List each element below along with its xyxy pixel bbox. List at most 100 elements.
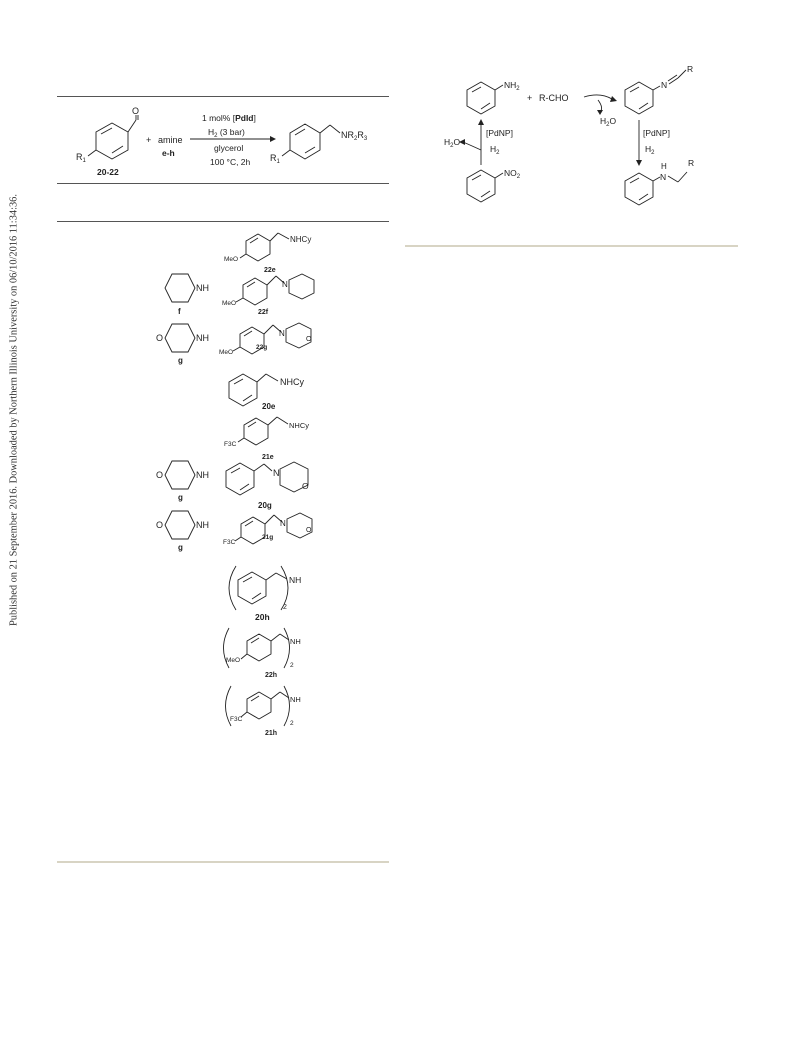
amine-h: H bbox=[661, 162, 667, 171]
svg-text:22f: 22f bbox=[258, 309, 269, 316]
condition-catalyst: 1 mol% [PdId] bbox=[202, 113, 256, 123]
product-column: NHCy MeO 22e N MeO 22f N O MeO 2 bbox=[219, 232, 315, 737]
svg-text:N: N bbox=[280, 519, 286, 528]
svg-text:N: N bbox=[273, 468, 280, 478]
plus-sign: + bbox=[146, 135, 151, 145]
product-21g: N O F3C 21g bbox=[223, 512, 313, 546]
amine-label: amine bbox=[158, 135, 183, 145]
svg-text:g: g bbox=[178, 356, 183, 365]
amine-n: N bbox=[660, 172, 666, 182]
product-21e: NHCy F3C 21e bbox=[224, 416, 309, 461]
svg-text:20h: 20h bbox=[255, 612, 270, 622]
svg-text:g: g bbox=[178, 543, 183, 552]
svg-text:NHCy: NHCy bbox=[289, 421, 309, 430]
svg-text:MeO: MeO bbox=[226, 657, 240, 664]
condensation-arrow bbox=[583, 94, 613, 100]
table-top-rule bbox=[57, 96, 389, 97]
r1-label: R1 bbox=[76, 152, 87, 164]
svg-text:20g: 20g bbox=[258, 501, 272, 510]
svg-text:NH: NH bbox=[290, 695, 301, 704]
svg-text:20e: 20e bbox=[262, 402, 276, 411]
imine-structure: N R bbox=[624, 64, 693, 115]
table-bottom-rule bbox=[57, 861, 389, 863]
mech-plus: + bbox=[527, 93, 532, 103]
aniline-structure: NH2 bbox=[466, 80, 520, 115]
amine-morpholine-3: NH O g bbox=[156, 510, 209, 552]
svg-text:F3C: F3C bbox=[223, 539, 236, 546]
svg-text:O: O bbox=[156, 470, 163, 480]
substrate-code: 20-22 bbox=[97, 167, 119, 177]
amine-code: e-h bbox=[162, 148, 175, 158]
mechanism-scheme: NH2 + R-CHO H2O N R H2O [PdNP] H2 bbox=[444, 64, 694, 206]
product-20e: NHCy 20e bbox=[228, 373, 304, 411]
amine-piperidine: NH f bbox=[164, 273, 209, 316]
svg-text:21g: 21g bbox=[262, 534, 273, 541]
figure-bottom-rule bbox=[405, 245, 738, 247]
svg-text:2: 2 bbox=[290, 720, 294, 727]
product-22e: NHCy MeO 22e bbox=[224, 232, 311, 274]
benzaldehyde-structure: O R1 20-22 bbox=[76, 106, 139, 177]
svg-text:MeO: MeO bbox=[219, 349, 233, 356]
h2-label-2: H2 bbox=[645, 144, 655, 156]
amine-column: NH f NH O g NH O g NH O g bbox=[156, 273, 209, 552]
svg-text:g: g bbox=[178, 493, 183, 502]
svg-text:O: O bbox=[306, 336, 312, 343]
secondary-amine-structure: H N R bbox=[624, 158, 694, 206]
svg-text:22e: 22e bbox=[264, 267, 276, 274]
no2-label: NO2 bbox=[504, 168, 521, 180]
svg-text:O: O bbox=[156, 333, 163, 343]
aldehyde-label: R-CHO bbox=[539, 93, 569, 103]
product-20g: N O 20g bbox=[225, 461, 309, 510]
catalyst-label-2: [PdNP] bbox=[643, 128, 670, 138]
product-21h: NH F3C 2 21h bbox=[225, 685, 301, 737]
svg-text:MeO: MeO bbox=[222, 300, 236, 307]
svg-text:22h: 22h bbox=[265, 672, 277, 679]
svg-text:f: f bbox=[178, 307, 181, 316]
nitrobenzene-structure: NO2 bbox=[466, 168, 521, 203]
condition-pressure: H2 (3 bar) bbox=[208, 127, 245, 139]
amine-r: R bbox=[688, 158, 694, 168]
carbonyl-oxygen: O bbox=[132, 106, 139, 116]
svg-text:O: O bbox=[302, 481, 309, 491]
product-22g: N O MeO 22g bbox=[219, 322, 312, 356]
svg-text:F3C: F3C bbox=[224, 441, 237, 448]
svg-text:21e: 21e bbox=[262, 454, 274, 461]
svg-text:NH: NH bbox=[289, 575, 301, 585]
svg-text:NH: NH bbox=[196, 520, 209, 530]
svg-text:N: N bbox=[279, 329, 285, 338]
svg-text:O: O bbox=[306, 527, 312, 534]
svg-text:NHCy: NHCy bbox=[280, 377, 304, 387]
svg-text:2: 2 bbox=[290, 662, 294, 669]
h2-label-1: H2 bbox=[490, 144, 500, 156]
svg-text:21h: 21h bbox=[265, 730, 277, 737]
svg-text:22g: 22g bbox=[256, 344, 267, 351]
product-r1: R1 bbox=[270, 153, 281, 165]
imine-nitrogen: N bbox=[661, 80, 667, 90]
nh2-label: NH2 bbox=[504, 80, 520, 92]
svg-text:NH: NH bbox=[196, 470, 209, 480]
water-byproduct-1: H2O bbox=[600, 116, 616, 128]
svg-text:F3C: F3C bbox=[230, 716, 243, 723]
water-byproduct-2: H2O bbox=[444, 137, 460, 149]
product-structure: NR2R3 R1 bbox=[270, 123, 368, 165]
table-header-rule bbox=[57, 183, 389, 184]
svg-text:NH: NH bbox=[196, 283, 209, 293]
amine-morpholine-2: NH O g bbox=[156, 460, 209, 502]
product-22h: NH MeO 2 22h bbox=[223, 627, 301, 679]
catalyst-label-1: [PdNP] bbox=[486, 128, 513, 138]
product-nr2r3: NR2R3 bbox=[341, 130, 368, 142]
svg-text:2: 2 bbox=[283, 604, 287, 611]
condition-solvent: glycerol bbox=[214, 143, 243, 153]
svg-text:NH: NH bbox=[196, 333, 209, 343]
svg-text:O: O bbox=[156, 520, 163, 530]
svg-text:MeO: MeO bbox=[224, 256, 238, 263]
product-22f: N MeO 22f bbox=[222, 273, 315, 316]
amine-morpholine-1: NH O g bbox=[156, 323, 209, 365]
svg-text:NHCy: NHCy bbox=[290, 235, 311, 244]
product-20h: NH 2 20h bbox=[228, 565, 301, 622]
reaction-scheme: O R1 20-22 + amine e-h 1 mol% [PdId] H2 … bbox=[76, 106, 368, 177]
svg-text:NH: NH bbox=[290, 637, 301, 646]
imine-r: R bbox=[687, 64, 693, 74]
table-subheader-rule bbox=[57, 221, 389, 222]
